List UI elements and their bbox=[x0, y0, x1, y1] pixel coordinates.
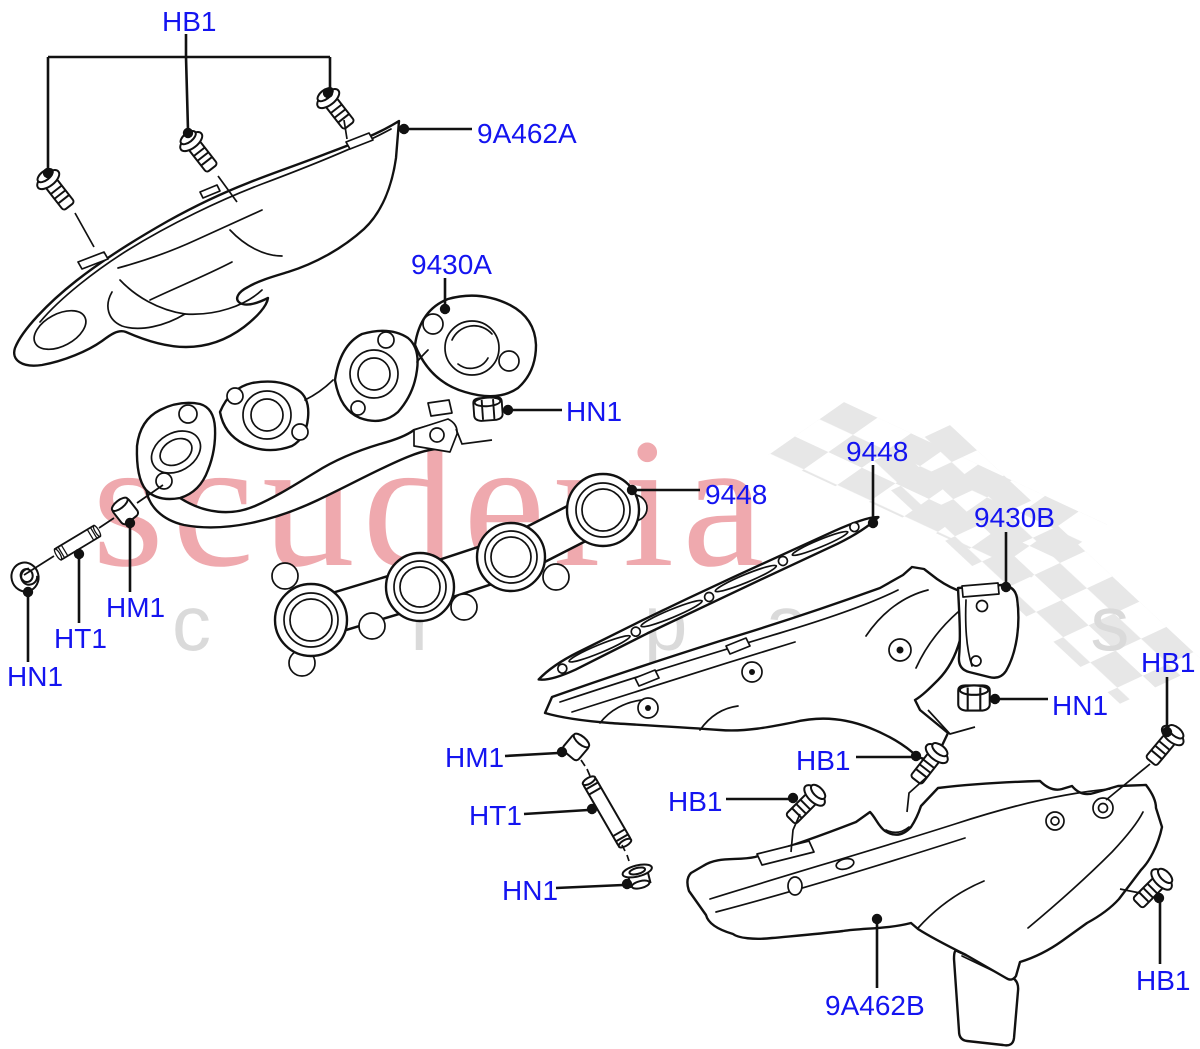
part-label-hn1-right[interactable]: HN1 bbox=[1052, 690, 1108, 721]
leader-lines bbox=[22, 34, 1173, 988]
part-heat-shield-9a462a bbox=[13, 119, 401, 367]
part-label-ht1-right[interactable]: HT1 bbox=[469, 800, 522, 831]
part-heat-shield-9a462b bbox=[686, 779, 1164, 1047]
part-manifold-9430b bbox=[543, 565, 1020, 761]
hardware-fasteners bbox=[7, 82, 1190, 914]
part-label-9a462a[interactable]: 9A462A bbox=[477, 118, 577, 149]
bolt-hb1-top-left-icon bbox=[31, 163, 81, 216]
nut-hn1-upper-icon bbox=[472, 395, 504, 423]
part-label-hm1-right[interactable]: HM1 bbox=[445, 742, 504, 773]
part-manifold-9430a bbox=[135, 294, 538, 529]
part-gasket-9448-left bbox=[271, 472, 648, 677]
part-label-hn1-left[interactable]: HN1 bbox=[7, 661, 63, 692]
part-label-hn1-upper[interactable]: HN1 bbox=[566, 396, 622, 427]
part-label-9430a[interactable]: 9430A bbox=[411, 249, 492, 280]
part-label-hb1-bottom-right[interactable]: HB1 bbox=[1136, 965, 1190, 996]
cap-hm1-right-icon bbox=[560, 729, 593, 763]
part-label-9430b[interactable]: 9430B bbox=[974, 502, 1055, 533]
part-label-hb1-mid-2[interactable]: HB1 bbox=[668, 786, 722, 817]
bolt-hb1-top-mid-icon bbox=[174, 125, 224, 178]
checkered-flag-watermark bbox=[768, 402, 1200, 704]
part-label-hn1-bottom[interactable]: HN1 bbox=[502, 875, 558, 906]
part-label-hb1-mid-1[interactable]: HB1 bbox=[796, 745, 850, 776]
part-label-9448-left[interactable]: 9448 bbox=[705, 479, 767, 510]
bolt-hb1-top-right-icon bbox=[311, 82, 361, 135]
part-gasket-9448-right bbox=[537, 515, 880, 681]
part-label-hb1-right-top[interactable]: HB1 bbox=[1141, 647, 1195, 678]
part-labels: HB1 9A462A 9430A HN1 9448 HM1 HT1 HN1 94… bbox=[7, 6, 1195, 1021]
bolt-hb1-mid-2-icon bbox=[780, 778, 832, 830]
part-label-9a462b[interactable]: 9A462B bbox=[825, 990, 925, 1021]
part-label-hb1-top[interactable]: HB1 bbox=[162, 6, 216, 37]
part-label-ht1-left[interactable]: HT1 bbox=[54, 623, 107, 654]
part-label-hm1-left[interactable]: HM1 bbox=[106, 592, 165, 623]
nut-hn1-right-icon bbox=[957, 684, 991, 712]
part-label-9448-right[interactable]: 9448 bbox=[846, 436, 908, 467]
